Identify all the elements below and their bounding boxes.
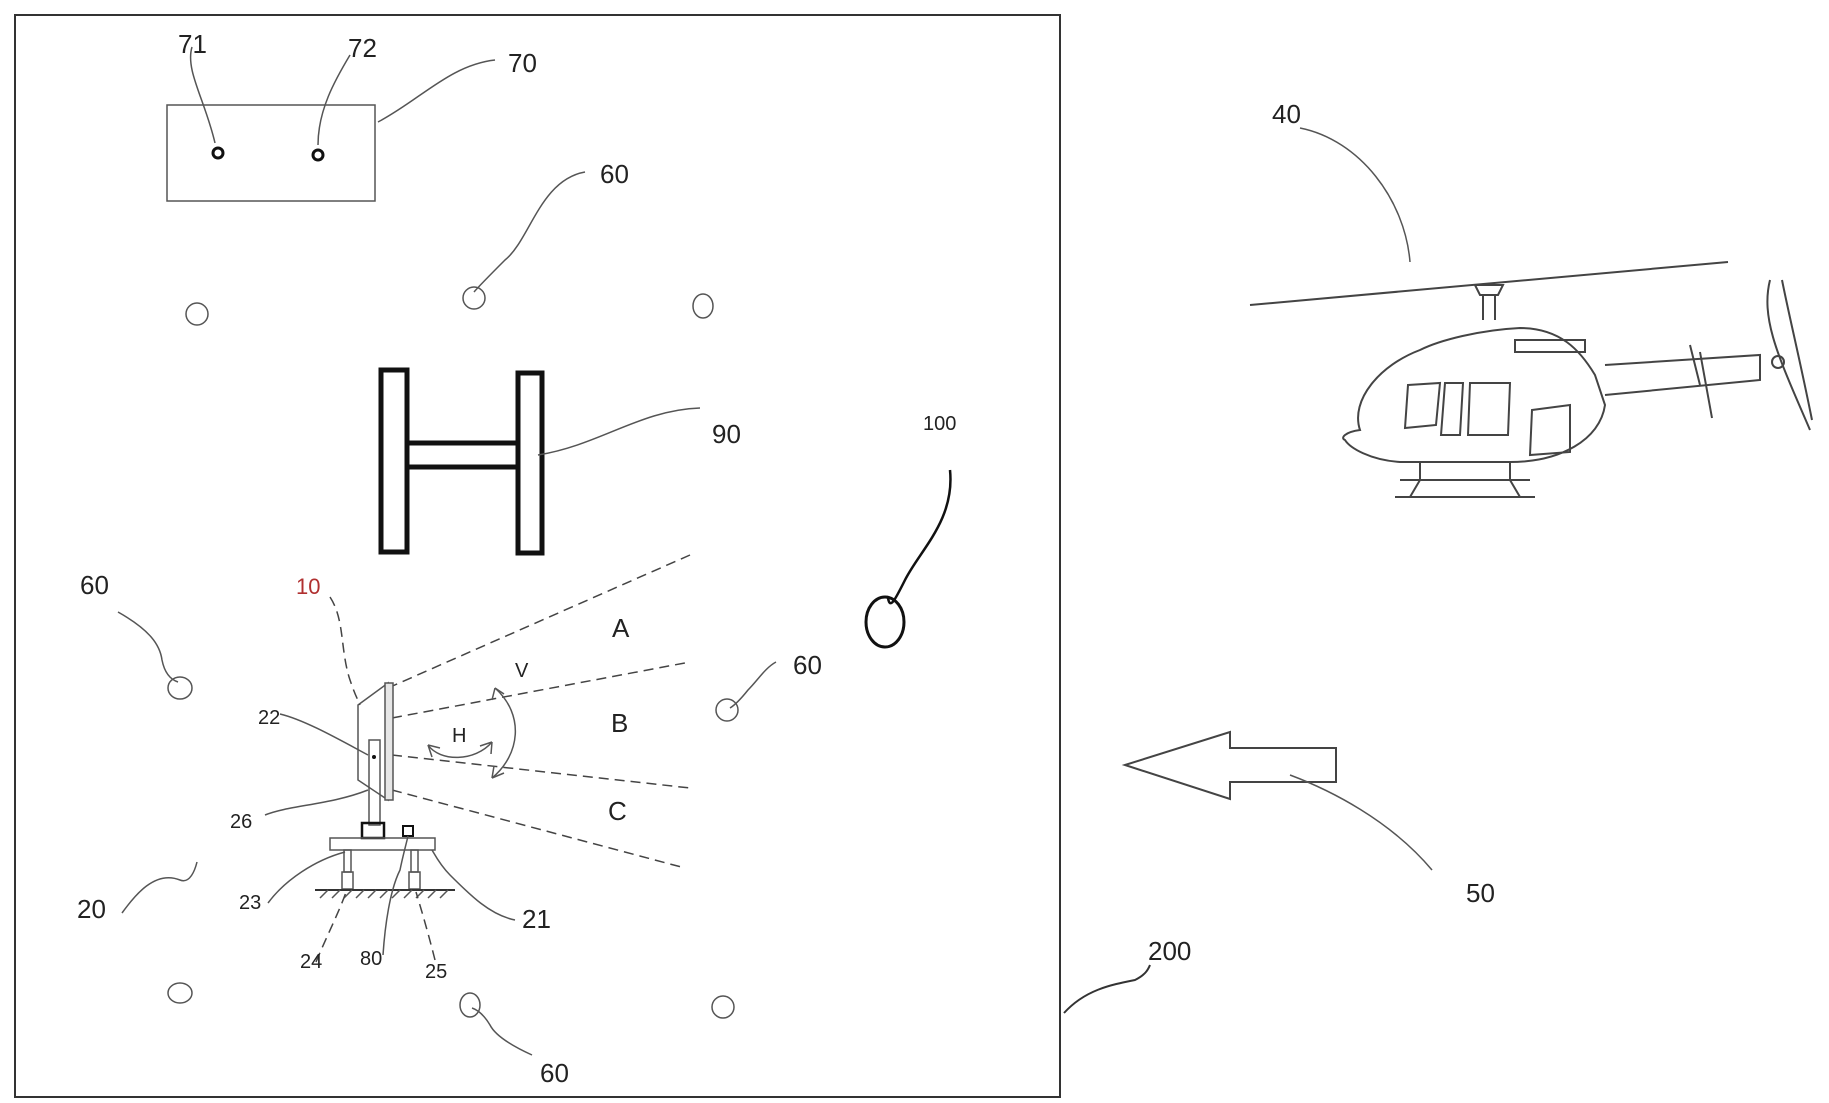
label-24: 24 xyxy=(300,951,322,973)
label-23: 23 xyxy=(239,892,261,914)
zone-a-label: A xyxy=(612,613,630,643)
label-21: 21 xyxy=(522,904,551,934)
leader-23 xyxy=(267,851,346,904)
leader-50 xyxy=(1289,774,1433,871)
label-200: 200 xyxy=(1148,936,1191,966)
label-22: 22 xyxy=(258,707,280,729)
pivot-22 xyxy=(372,755,376,759)
label-20: 20 xyxy=(77,894,106,924)
label-26: 26 xyxy=(230,811,252,833)
ground-hatch xyxy=(319,889,449,899)
label-40: 40 xyxy=(1272,99,1301,129)
leg-right xyxy=(410,849,419,873)
leader-100 xyxy=(886,469,952,605)
zone-c-label: C xyxy=(608,796,627,826)
angle-h-arrow-left xyxy=(427,744,441,758)
label-70: 70 xyxy=(508,48,537,78)
label-71: 71 xyxy=(178,29,207,59)
lamp-lens xyxy=(384,682,394,801)
label-60-left: 60 xyxy=(80,570,109,600)
landing-light xyxy=(715,698,739,722)
foot-24 xyxy=(341,871,354,890)
label-80: 80 xyxy=(360,948,382,970)
helicopter-40 xyxy=(1249,261,1813,498)
angle-h-label: H xyxy=(452,725,466,747)
leg-left xyxy=(343,849,352,873)
leader-26 xyxy=(264,789,369,816)
leader-60-right xyxy=(729,661,777,709)
leader-71 xyxy=(189,46,216,144)
leader-200 xyxy=(1063,964,1151,1014)
angle-v-label: V xyxy=(515,660,529,682)
leader-80 xyxy=(382,835,409,956)
angle-v-arrow-bottom xyxy=(491,765,505,779)
landing-light xyxy=(185,302,209,326)
leader-10 xyxy=(329,596,361,706)
leader-70 xyxy=(377,59,496,123)
leader-22 xyxy=(279,713,369,756)
landing-light xyxy=(462,286,486,310)
beam-line-2 xyxy=(391,661,691,719)
angle-v-arrow-top xyxy=(491,687,505,701)
leader-60-bottom xyxy=(471,1007,533,1056)
leader-21 xyxy=(431,849,516,921)
indicator-71 xyxy=(211,146,225,160)
leader-24 xyxy=(315,891,347,963)
landing-light xyxy=(167,676,193,700)
label-100: 100 xyxy=(923,413,956,435)
boundary-200 xyxy=(14,14,1061,1098)
beam-line-1 xyxy=(387,554,691,689)
sensor-80 xyxy=(402,825,414,837)
h-marking-right xyxy=(515,370,545,556)
label-90: 90 xyxy=(712,419,741,449)
leader-20 xyxy=(121,861,198,914)
label-60-top: 60 xyxy=(600,159,629,189)
landing-light xyxy=(167,982,193,1004)
zone-b-label: B xyxy=(611,708,628,738)
label-25: 25 xyxy=(425,961,447,983)
landing-light xyxy=(459,992,481,1018)
leader-40 xyxy=(1299,127,1411,263)
foot-25 xyxy=(408,871,421,890)
control-box-70 xyxy=(166,104,376,202)
beam-line-4 xyxy=(391,789,686,869)
landing-light xyxy=(692,293,714,319)
h-marking-bar xyxy=(404,440,521,470)
lamp-housing xyxy=(357,681,389,802)
leader-25 xyxy=(415,891,436,961)
support-post-26 xyxy=(368,739,381,826)
leader-72 xyxy=(317,54,351,146)
landing-light xyxy=(711,995,735,1019)
label-72: 72 xyxy=(348,33,377,63)
label-50: 50 xyxy=(1466,878,1495,908)
angle-v-arc xyxy=(491,687,517,779)
angle-h-arrow-right xyxy=(479,741,493,755)
label-60-right: 60 xyxy=(793,650,822,680)
leader-90 xyxy=(537,407,701,456)
indicator-72 xyxy=(311,148,325,162)
label-10: 10 xyxy=(296,574,320,599)
angle-h-arc xyxy=(427,741,493,759)
base-plate-21 xyxy=(329,837,436,851)
arrow-50 xyxy=(1121,730,1337,801)
beam-line-3 xyxy=(391,754,691,789)
leader-60-top xyxy=(473,171,586,293)
label-60-bottom: 60 xyxy=(540,1058,569,1088)
h-marking-left xyxy=(378,367,410,555)
touchdown-marker-100 xyxy=(864,595,906,649)
leader-60-left xyxy=(117,611,179,683)
